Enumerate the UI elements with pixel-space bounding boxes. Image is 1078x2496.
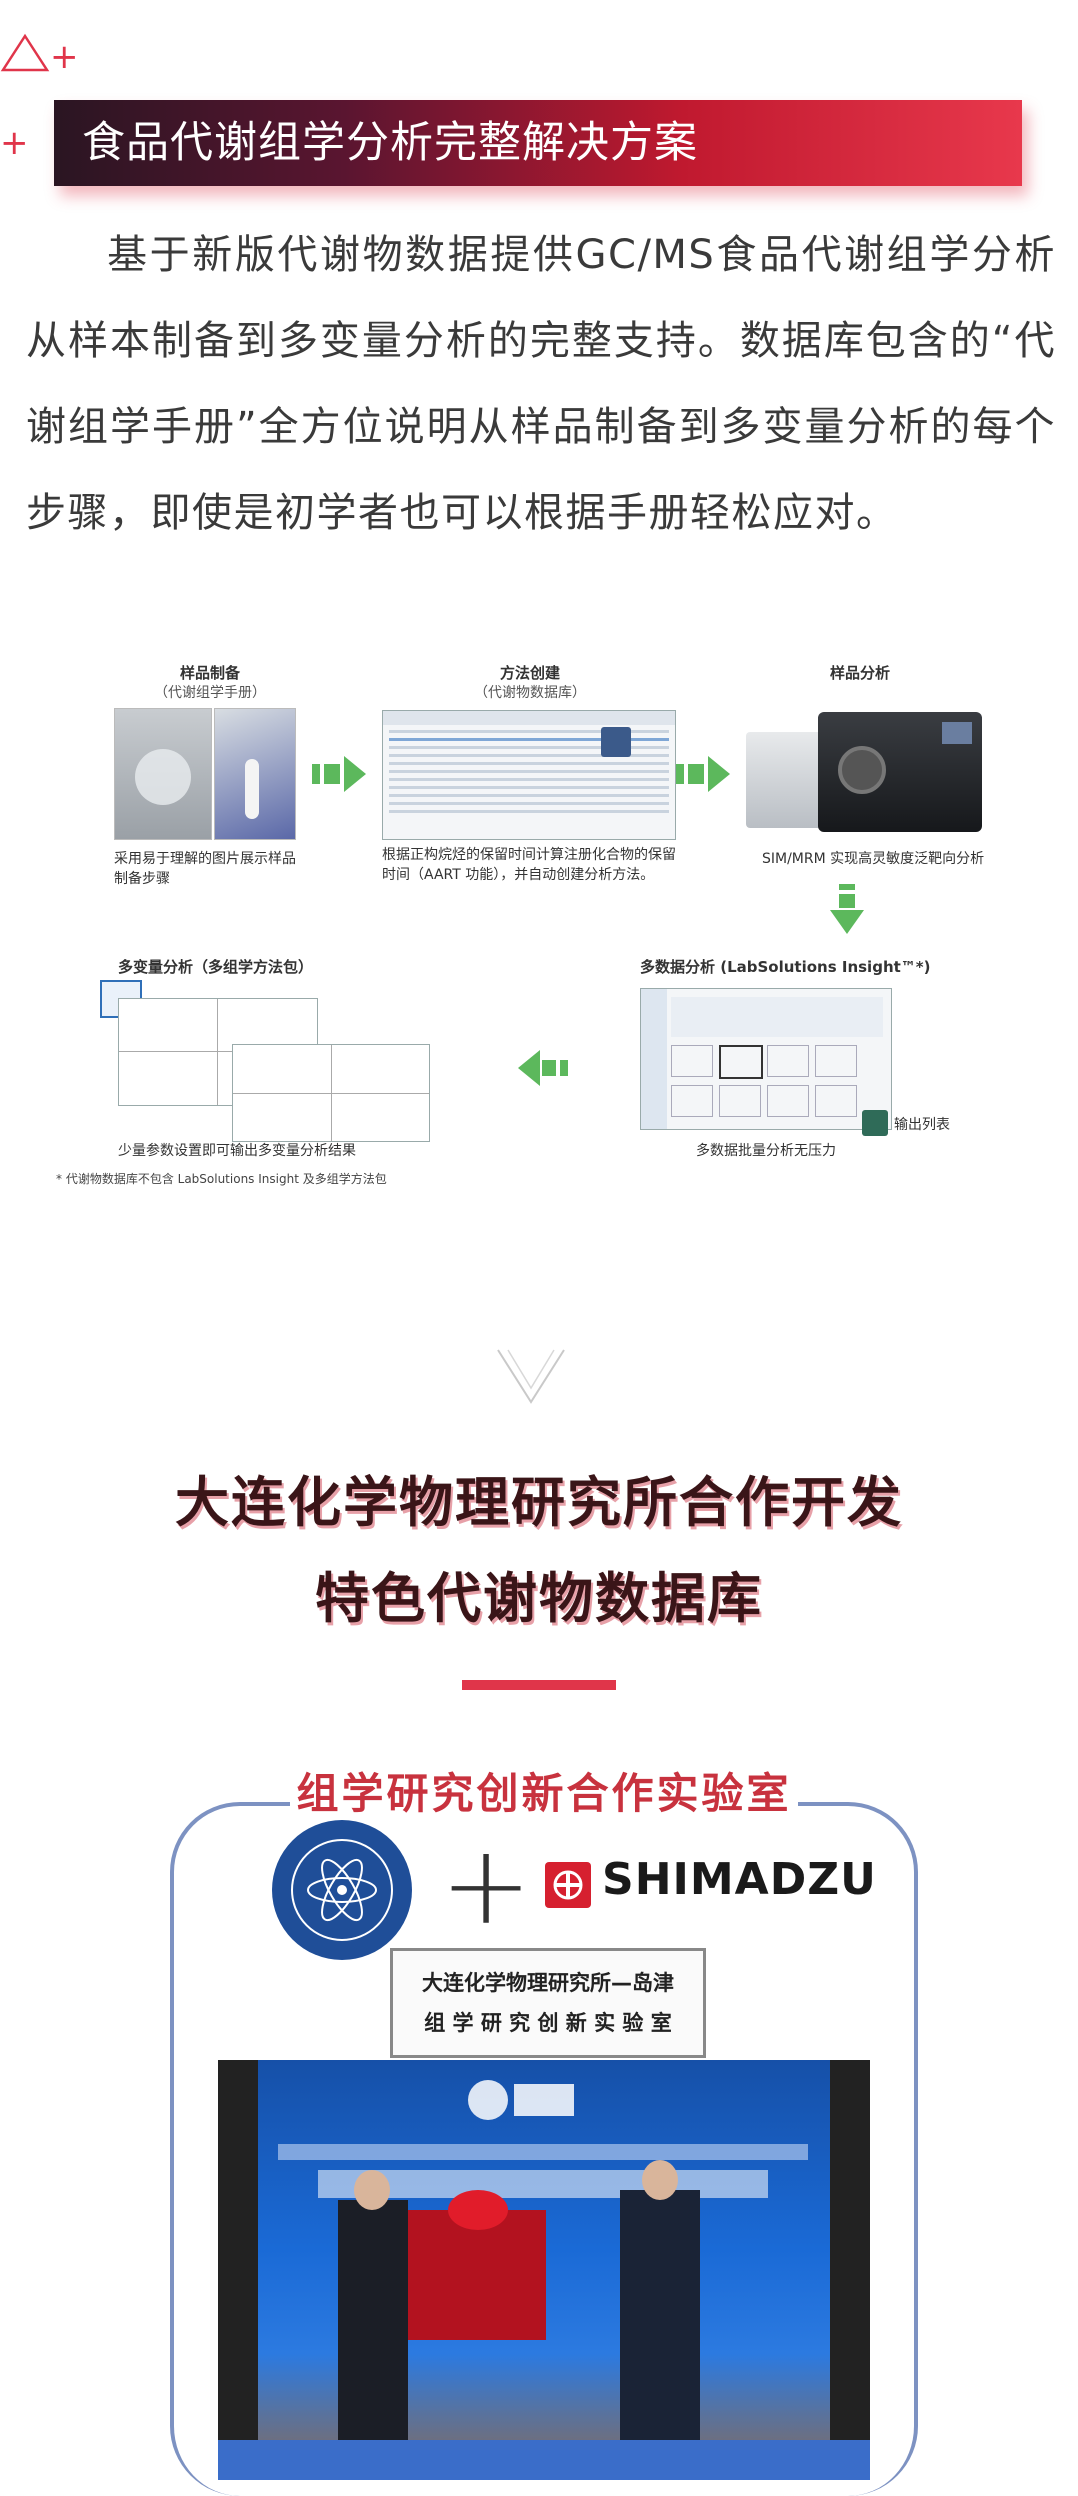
plus-decoration-icon: + xyxy=(50,37,79,77)
section-title-banner: 食品代谢组学分析完整解决方案 xyxy=(54,100,1022,186)
excel-export-icon xyxy=(862,1110,888,1136)
intro-text: 基于新版代谢物数据提供GC/MS食品代谢组学分析从样本制备到多变量分析的完整支持… xyxy=(26,232,1056,536)
step1-title: 样品制备 xyxy=(179,664,240,682)
sample-prep-photo xyxy=(114,708,212,840)
intro-paragraph: 基于新版代谢物数据提供GC/MS食品代谢组学分析从样本制备到多变量分析的完整支持… xyxy=(26,212,1056,556)
lab-plaque: 大连化学物理研究所—岛津 组 学 研 究 创 新 实 验 室 xyxy=(390,1948,706,2058)
plaque-line1: 大连化学物理研究所—岛津 xyxy=(422,1971,674,1995)
cas-logo xyxy=(272,1820,412,1960)
shimadzu-logo-icon xyxy=(545,1862,591,1908)
step3-title: 样品分析 xyxy=(829,664,890,682)
step4-title: 多数据分析 (LabSolutions Insight™*) xyxy=(640,958,931,976)
arrow-right-icon xyxy=(312,756,366,792)
gcms-instrument-image xyxy=(746,702,986,838)
step1-desc-line1: 采用易于理解的图片展示样品 xyxy=(114,851,296,867)
step2-desc-line1: 根据正构烷烃的保留时间计算注册化合物的保留 xyxy=(382,847,676,863)
shimadzu-wordmark: SHIMADZU xyxy=(602,1854,877,1905)
footnote: * 代谢物数据库不包含 LabSolutions Insight 及多组学方法包 xyxy=(56,1172,387,1186)
step2-desc-line2: 时间（AART 功能），并自动创建分析方法。 xyxy=(382,867,655,883)
atom-icon xyxy=(291,1839,393,1941)
lab-frame-title: 组学研究创新合作实验室 xyxy=(290,1762,798,1826)
step5-title: 多变量分析（多组学方法包） xyxy=(118,958,314,976)
page-title: 食品代谢组学分析完整解决方案 xyxy=(82,118,698,168)
database-software-screenshot xyxy=(382,710,676,840)
step2-subtitle: （代谢物数据库） xyxy=(474,685,586,701)
arrow-down-icon xyxy=(830,884,864,934)
workflow-figure: 样品制备 （代谢组学手册） 采用易于理解的图片展示样品 制备步骤 方法创建 （代… xyxy=(0,640,1078,1200)
step5-desc: 少量参数设置即可输出多变量分析结果 xyxy=(118,1143,356,1159)
arrow-right-icon xyxy=(676,756,730,792)
labsolutions-insight-screenshot xyxy=(640,988,892,1130)
arrow-left-icon xyxy=(518,1050,568,1086)
plus-sign: + xyxy=(440,1821,533,1949)
step3-desc: SIM/MRM 实现高灵敏度泛靶向分析 xyxy=(762,851,985,867)
v-shape-decoration-icon xyxy=(497,1349,565,1404)
step2-title: 方法创建 xyxy=(499,664,560,682)
section-heading-line1: 大连化学物理研究所合作开发 xyxy=(175,1471,903,1534)
step1-subtitle: （代谢组学手册） xyxy=(154,685,266,701)
step1-desc-line2: 制备步骤 xyxy=(114,871,170,887)
section-heading-line2: 特色代谢物数据库 xyxy=(315,1567,763,1630)
plaque-line2: 组 学 研 究 创 新 实 验 室 xyxy=(424,2011,672,2035)
plus-decoration-icon: + xyxy=(0,123,29,163)
step4-desc: 多数据批量分析无压力 xyxy=(696,1143,836,1159)
step4-badge: 输出列表 xyxy=(894,1117,950,1133)
ceremony-photo xyxy=(218,2060,870,2480)
loading-plot-thumbnail xyxy=(232,1044,430,1142)
sample-tube-photo xyxy=(214,708,296,840)
heading-underline xyxy=(462,1680,616,1690)
triangle-outline-icon xyxy=(0,33,50,72)
